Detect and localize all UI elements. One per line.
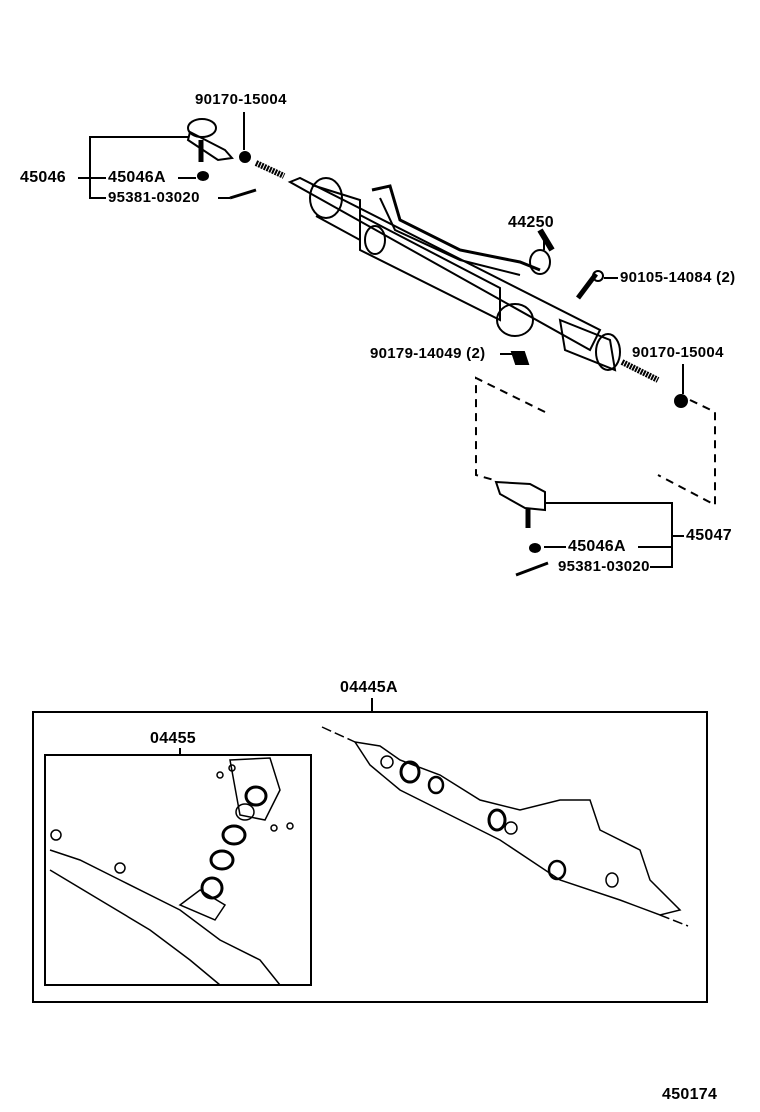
nut-right-a bbox=[529, 543, 541, 553]
bolt-nut bbox=[510, 351, 530, 365]
assembly-guide-lines bbox=[475, 376, 716, 507]
part-label-rack-assembly: 44250 bbox=[508, 214, 554, 231]
gasket-kit-box bbox=[32, 711, 708, 1003]
seal-kit-box bbox=[44, 754, 312, 986]
cotter-pin-left bbox=[229, 188, 257, 200]
kit-label-gasket-kit: 04445A bbox=[340, 679, 398, 696]
bracket-line bbox=[89, 136, 188, 199]
nut-left-a bbox=[197, 171, 209, 181]
tie-rod-end-left bbox=[186, 118, 234, 162]
part-label-bolt-nut: 90179-14049 (2) bbox=[370, 345, 486, 362]
nut-left bbox=[239, 151, 251, 163]
part-label-tie-rod-end-right: 45047 bbox=[686, 527, 732, 544]
cotter-pin-right bbox=[515, 561, 549, 577]
part-label-bolt: 90105-14084 (2) bbox=[620, 269, 736, 286]
part-label-nut-left: 90170-15004 bbox=[195, 91, 287, 108]
rack-outline-small bbox=[49, 757, 294, 986]
nut-right bbox=[674, 394, 688, 408]
part-label-tie-rod-end-left: 45046 bbox=[20, 169, 66, 186]
part-label-cotter-pin-right: 95381-03020 bbox=[558, 558, 650, 575]
part-label-cotter-pin-left: 95381-03020 bbox=[108, 189, 200, 206]
part-label-nut-left-a: 45046A bbox=[108, 169, 166, 186]
tie-rod-end-right bbox=[494, 480, 546, 528]
threaded-rod-right bbox=[620, 359, 660, 383]
bolt-head bbox=[592, 270, 604, 282]
part-label-nut-right-a: 45046A bbox=[568, 538, 626, 555]
steering-rack-housing bbox=[287, 176, 621, 372]
kit-label-seal-kit: 04455 bbox=[150, 730, 196, 747]
figure-number: 450174 bbox=[662, 1086, 718, 1103]
part-label-nut-right: 90170-15004 bbox=[632, 344, 724, 361]
rack-outline-large bbox=[321, 726, 689, 927]
threaded-rod-left bbox=[254, 160, 286, 179]
